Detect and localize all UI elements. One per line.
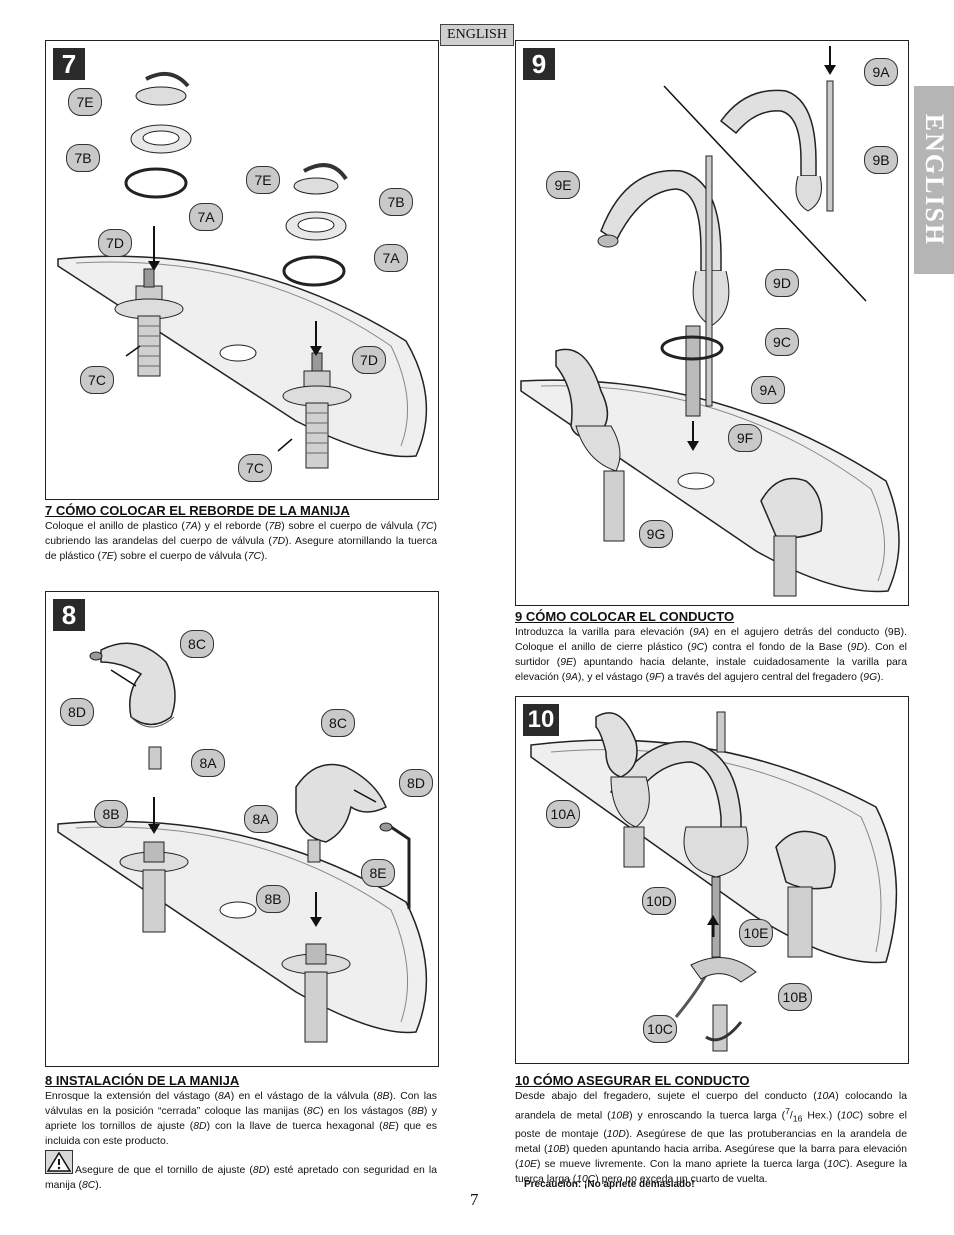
step-7-illustration: 7 7E 7B 7A 7D 7C 7E 7B 7A 7D 7C — [45, 40, 439, 500]
callout-7B-right: 7B — [379, 188, 413, 216]
sidebar-tab-label: ENGLISH — [920, 113, 949, 247]
callout-10B: 10B — [778, 983, 812, 1011]
step-8-warning-text: Asegure de que el tornillo de ajuste (8D… — [45, 1165, 437, 1191]
callout-7E: 7E — [68, 88, 102, 116]
language-tag: ENGLISH — [440, 24, 514, 46]
step-9-title: 9 CÓMO COLOCAR EL CONDUCTO — [515, 609, 735, 624]
callout-10C: 10C — [643, 1015, 677, 1043]
step-7-text: Coloque el anillo de plastico (7A) y el … — [45, 521, 437, 562]
callout-9B: 9B — [864, 146, 898, 174]
step-8-drawing — [57, 642, 428, 1043]
step-9-number: 9 — [523, 48, 555, 80]
callout-7D-right: 7D — [352, 346, 386, 374]
sidebar-language-tab: ENGLISH — [914, 86, 954, 274]
step-10-number: 10 — [523, 704, 559, 736]
step-10-drawing — [530, 711, 898, 1052]
step-8-number: 8 — [53, 599, 85, 631]
callout-9G: 9G — [639, 520, 673, 548]
step-10-text: Desde abajo del fregadero, sujete el cue… — [515, 1091, 907, 1185]
callout-10A: 10A — [546, 800, 580, 828]
callout-8C: 8C — [180, 630, 214, 658]
step-10-illustration: 10 10A 10D 10E 10B 10C — [515, 696, 909, 1064]
step-7-number: 7 — [53, 48, 85, 80]
step-9-illustration: 9 9A 9B 9E 9D 9C 9A 9F 9G — [515, 40, 909, 606]
callout-7D: 7D — [98, 229, 132, 257]
callout-8D: 8D — [60, 698, 94, 726]
callout-9E: 9E — [546, 171, 580, 199]
callout-9A: 9A — [864, 58, 898, 86]
step-8-illustration: 8 8C 8D 8A 8C 8D 8B 8A 8E 8B — [45, 591, 439, 1067]
callout-8E: 8E — [361, 859, 395, 887]
callout-8B-right: 8B — [256, 885, 290, 913]
callout-8A: 8A — [191, 749, 225, 777]
callout-7B: 7B — [66, 144, 100, 172]
callout-8B: 8B — [94, 800, 128, 828]
callout-9F: 9F — [728, 424, 762, 452]
callout-8A-right: 8A — [244, 805, 278, 833]
warning-icon — [45, 1150, 73, 1174]
page-number: 7 — [470, 1190, 479, 1209]
callout-7E-right: 7E — [246, 166, 280, 194]
callout-7A: 7A — [189, 203, 223, 231]
step-7-drawing — [57, 71, 428, 469]
callout-7C: 7C — [80, 366, 114, 394]
callout-9C: 9C — [765, 328, 799, 356]
step-10-title: 10 CÓMO ASEGURAR EL CONDUCTO — [515, 1073, 750, 1088]
callout-10E: 10E — [739, 919, 773, 947]
step-8-title: 8 INSTALACIÓN DE LA MANIJA — [45, 1073, 240, 1088]
callout-7C-right: 7C — [238, 454, 272, 482]
step-10-caution: Precaución: ¡No apriete demasiado! — [524, 1179, 695, 1190]
callout-10D: 10D — [642, 887, 676, 915]
callout-9D: 9D — [765, 269, 799, 297]
step-8-text: Enrosque la extensión del vástago (8A) e… — [45, 1091, 438, 1147]
callout-9A-lower: 9A — [751, 376, 785, 404]
step-7-title: 7 CÓMO COLOCAR EL REBORDE DE LA MANIJA — [45, 503, 350, 518]
callout-7A-right: 7A — [374, 244, 408, 272]
step-9-text: Introduzca la varilla para elevación (9A… — [515, 627, 908, 683]
callout-8D-right: 8D — [399, 769, 433, 797]
step-9-drawing — [520, 46, 900, 597]
callout-8C-right: 8C — [321, 709, 355, 737]
